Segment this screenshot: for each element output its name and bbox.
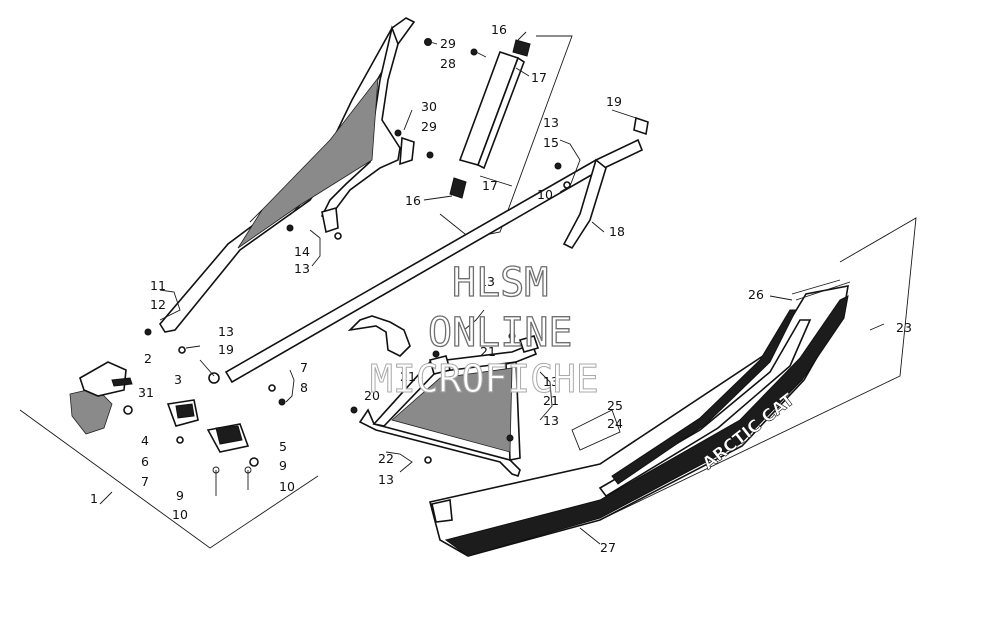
callout-20: 20 [364, 388, 380, 403]
callout-6: 6 [141, 454, 149, 469]
lower-mesh-panel [391, 367, 513, 453]
callout-15: 15 [543, 135, 559, 150]
callout-30: 30 [421, 99, 437, 114]
callout-4: 4 [141, 433, 149, 448]
leader-lines [99, 31, 885, 545]
callout-8: 8 [300, 380, 308, 395]
upper-mesh-panel [237, 76, 379, 249]
callout-9: 9 [279, 458, 287, 473]
callout-26: 26 [748, 287, 764, 302]
callout-10: 10 [279, 479, 295, 494]
callout-2: 2 [144, 351, 152, 366]
watermark-line-3: MICROFICHE [370, 357, 599, 401]
callout-16: 16 [491, 22, 507, 37]
callout-13: 13 [294, 261, 310, 276]
callout-11: 11 [150, 278, 166, 293]
callout-13: 13 [378, 472, 394, 487]
callout-17: 17 [531, 70, 547, 85]
callout-labels: 29 28 16 17 19 30 29 13 15 10 17 16 18 1… [90, 22, 912, 555]
callout-21: 21 [400, 369, 416, 384]
callout-31: 31 [138, 385, 154, 400]
callout-16: 16 [405, 193, 421, 208]
assembly-1-outline [19, 409, 319, 549]
callout-13: 13 [543, 374, 559, 389]
callout-13: 13 [543, 115, 559, 130]
callout-27: 27 [600, 540, 616, 555]
mount-brackets [69, 361, 259, 496]
decal-plate [571, 409, 621, 451]
callout-13: 13 [543, 413, 559, 428]
callout-29: 29 [440, 36, 456, 51]
upper-net-frame [159, 17, 416, 333]
callout-5: 5 [279, 439, 287, 454]
callout-14: 14 [294, 244, 310, 259]
callout-18: 18 [609, 224, 625, 239]
callout-13: 13 [479, 274, 495, 289]
callout-21: 21 [480, 344, 496, 359]
callout-9: 9 [176, 488, 184, 503]
callout-28: 28 [440, 56, 456, 71]
watermark-line-2: ONLINE [428, 310, 573, 356]
callout-23: 23 [896, 320, 912, 335]
callout-13: 13 [218, 324, 234, 339]
callout-10: 10 [537, 187, 553, 202]
callout-24: 24 [607, 416, 623, 431]
watermark: HLSM ONLINE MICROFICHE [370, 259, 600, 401]
callout-1: 1 [90, 491, 98, 506]
callout-12: 12 [150, 297, 166, 312]
watermark-line-1: HLSM [452, 260, 548, 306]
callout-17: 17 [482, 178, 498, 193]
callout-22: 22 [378, 451, 394, 466]
callout-29: 29 [421, 119, 437, 134]
callout-3: 3 [174, 372, 182, 387]
callout-19: 19 [606, 94, 622, 109]
callout-25: 25 [607, 398, 623, 413]
callout-7: 7 [141, 474, 149, 489]
long-tube [208, 116, 649, 384]
upper-bar-assembly [439, 35, 573, 239]
callout-10: 10 [172, 507, 188, 522]
callout-21: 21 [543, 393, 559, 408]
callout-19: 19 [218, 342, 234, 357]
callout-7: 7 [300, 360, 308, 375]
